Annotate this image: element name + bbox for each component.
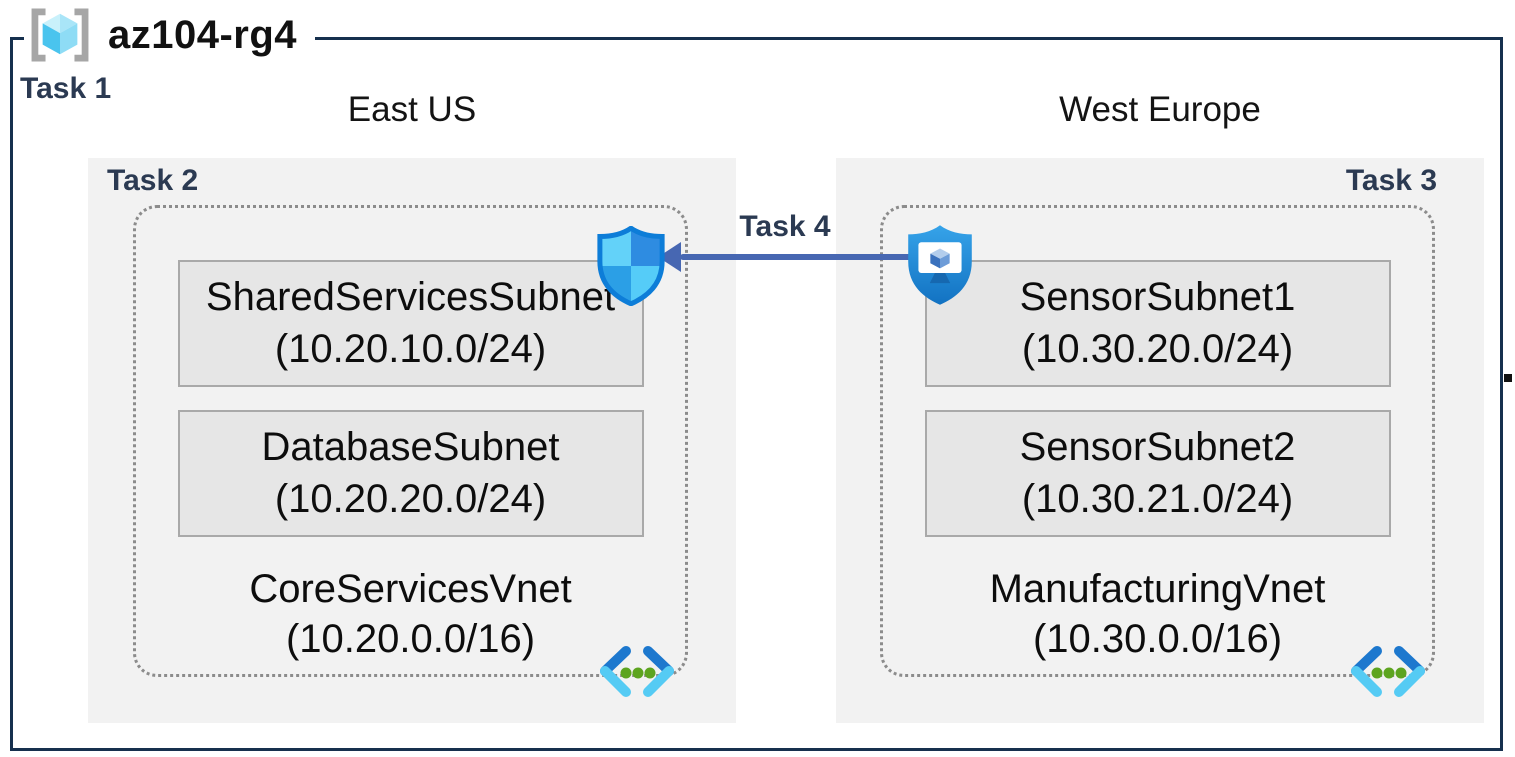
virtual-network-icon	[1351, 646, 1425, 697]
vnet-label-coreservices: CoreServicesVnet (10.20.0.0/16)	[136, 564, 685, 664]
subnet-box-sensor1: SensorSubnet1 (10.30.20.0/24)	[924, 260, 1391, 387]
subnet-name: SharedServicesSubnet	[205, 275, 616, 320]
vnet-cidr: (10.30.0.0/16)	[1032, 617, 1283, 661]
task1-label: Task 1	[20, 72, 112, 105]
region-heading-east-us: East US	[347, 90, 477, 129]
vnet-name: CoreServicesVnet	[249, 567, 572, 611]
resource-group-icon	[31, 8, 89, 62]
subnet-cidr: (10.20.20.0/24)	[274, 476, 547, 521]
subnet-name: DatabaseSubnet	[261, 425, 560, 470]
task4-label: Task 4	[739, 210, 831, 243]
subnet-name: SensorSubnet1	[1019, 275, 1296, 320]
subnet-box-database: DatabaseSubnet (10.20.20.0/24)	[177, 410, 644, 537]
subnet-box-sharedservices: SharedServicesSubnet (10.20.10.0/24)	[177, 260, 644, 387]
edge-artifact-mark	[1504, 374, 1512, 382]
vnet-label-manufacturing: ManufacturingVnet (10.30.0.0/16)	[883, 564, 1432, 664]
resource-group-boundary	[10, 37, 1503, 751]
subnet-name: SensorSubnet2	[1019, 425, 1296, 470]
subnet-cidr: (10.20.10.0/24)	[274, 326, 547, 371]
resource-group-title: az104-rg4	[108, 12, 298, 57]
task2-label: Task 2	[107, 164, 199, 197]
vnet-box-manufacturing: SensorSubnet1 (10.30.20.0/24) SensorSubn…	[880, 205, 1435, 697]
security-shield-icon	[597, 226, 665, 306]
vnet-cidr: (10.20.0.0/16)	[285, 617, 536, 661]
peering-arrow-line	[680, 254, 966, 260]
resource-group-header: az104-rg4	[24, 4, 316, 66]
region-heading-west-europe: West Europe	[1059, 90, 1261, 129]
task3-label: Task 3	[1345, 164, 1437, 197]
subnet-box-sensor2: SensorSubnet2 (10.30.21.0/24)	[924, 410, 1391, 537]
bastion-shield-icon	[908, 225, 972, 305]
vnet-box-coreservices: SharedServicesSubnet (10.20.10.0/24) Dat…	[133, 205, 688, 697]
subnet-cidr: (10.30.21.0/24)	[1021, 476, 1294, 521]
virtual-network-icon	[600, 646, 674, 697]
subnet-cidr: (10.30.20.0/24)	[1021, 326, 1294, 371]
vnet-name: ManufacturingVnet	[989, 567, 1326, 611]
